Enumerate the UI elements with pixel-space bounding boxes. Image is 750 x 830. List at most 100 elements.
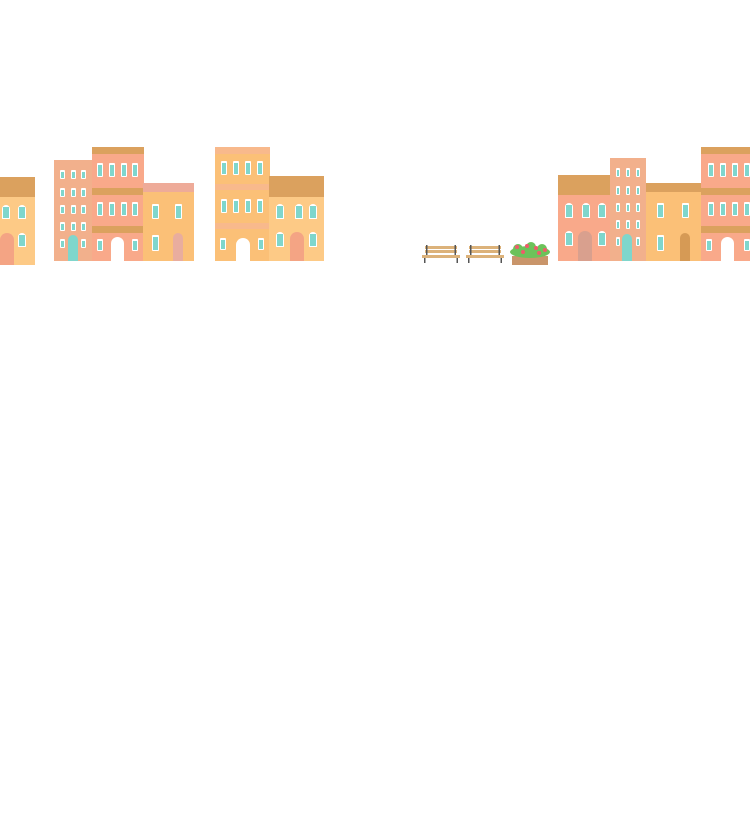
window-glass bbox=[82, 207, 85, 213]
window-glass bbox=[82, 172, 85, 178]
window-glass bbox=[246, 163, 250, 174]
building-window bbox=[233, 199, 239, 213]
building-window bbox=[109, 202, 115, 216]
window-glass bbox=[583, 205, 589, 217]
window-glass bbox=[637, 170, 639, 176]
building-door bbox=[0, 233, 14, 265]
window-glass bbox=[234, 163, 238, 174]
window-glass bbox=[259, 240, 263, 249]
window-glass bbox=[72, 190, 75, 196]
window-glass bbox=[98, 204, 102, 215]
building-window bbox=[657, 235, 664, 251]
building-window bbox=[60, 205, 65, 214]
window-glass bbox=[637, 188, 639, 194]
building-window bbox=[60, 188, 65, 197]
window-glass bbox=[133, 241, 137, 250]
window-glass bbox=[61, 190, 64, 196]
building-window bbox=[295, 204, 303, 219]
building-window bbox=[132, 163, 138, 177]
building-window bbox=[636, 168, 640, 177]
window-glass bbox=[82, 190, 85, 196]
window-glass bbox=[627, 188, 629, 194]
window-glass bbox=[721, 204, 725, 215]
window-glass bbox=[627, 170, 629, 176]
building-band bbox=[143, 183, 194, 192]
building-window bbox=[132, 239, 138, 251]
window-glass bbox=[566, 205, 572, 217]
building bbox=[701, 147, 750, 261]
building-window bbox=[276, 204, 284, 219]
building-window bbox=[18, 233, 26, 247]
window-glass bbox=[733, 165, 737, 176]
building-window bbox=[636, 186, 640, 195]
building-window bbox=[626, 220, 630, 229]
window-glass bbox=[658, 205, 663, 217]
building-window bbox=[152, 235, 159, 251]
window-glass bbox=[110, 165, 114, 176]
building bbox=[558, 175, 611, 261]
window-glass bbox=[617, 205, 619, 211]
window-glass bbox=[745, 241, 749, 250]
window-glass bbox=[110, 204, 114, 215]
window-glass bbox=[617, 188, 619, 194]
building bbox=[646, 183, 702, 261]
building bbox=[215, 147, 270, 261]
window-glass bbox=[733, 204, 737, 215]
building-window bbox=[616, 220, 620, 229]
building-window bbox=[720, 202, 726, 216]
building-window bbox=[636, 237, 640, 246]
window-glass bbox=[133, 165, 137, 176]
building-window bbox=[565, 231, 573, 246]
window-glass bbox=[72, 224, 75, 230]
building-band bbox=[92, 188, 144, 195]
building-door bbox=[721, 237, 734, 261]
building-window bbox=[744, 202, 750, 216]
building-window bbox=[744, 163, 750, 177]
window-glass bbox=[72, 207, 75, 213]
window-glass bbox=[637, 222, 639, 228]
building-window bbox=[121, 202, 127, 216]
building-band bbox=[701, 188, 750, 195]
building-window bbox=[257, 199, 263, 213]
building-window bbox=[71, 188, 76, 197]
window-glass bbox=[617, 170, 619, 176]
window-glass bbox=[122, 204, 126, 215]
building-window bbox=[97, 239, 103, 251]
window-glass bbox=[745, 165, 749, 176]
building-window bbox=[708, 202, 714, 216]
window-glass bbox=[222, 163, 226, 174]
window-glass bbox=[122, 165, 126, 176]
window-glass bbox=[617, 222, 619, 228]
building-window bbox=[257, 161, 263, 175]
building-window bbox=[636, 220, 640, 229]
building-window bbox=[276, 232, 284, 247]
building-band bbox=[215, 184, 270, 190]
window-glass bbox=[19, 207, 25, 218]
window-glass bbox=[637, 239, 639, 245]
building-window bbox=[616, 203, 620, 212]
building-window bbox=[97, 163, 103, 177]
window-glass bbox=[637, 205, 639, 211]
window-glass bbox=[176, 206, 181, 218]
building bbox=[269, 176, 324, 261]
window-glass bbox=[153, 206, 158, 218]
building-band bbox=[0, 177, 35, 197]
window-glass bbox=[19, 235, 25, 246]
building-window bbox=[81, 188, 86, 197]
building-window bbox=[132, 202, 138, 216]
building-window bbox=[121, 163, 127, 177]
building-door bbox=[578, 231, 592, 261]
window-glass bbox=[658, 237, 663, 250]
building-window bbox=[2, 205, 10, 219]
building-window bbox=[744, 239, 750, 251]
building bbox=[0, 177, 35, 265]
building-window bbox=[81, 239, 86, 248]
building-window bbox=[60, 239, 65, 248]
window-glass bbox=[221, 240, 225, 249]
building-window bbox=[245, 199, 251, 213]
building-window bbox=[18, 205, 26, 219]
building-window bbox=[616, 186, 620, 195]
building-band bbox=[646, 183, 702, 192]
building-window bbox=[220, 238, 226, 250]
building-door bbox=[68, 235, 78, 261]
